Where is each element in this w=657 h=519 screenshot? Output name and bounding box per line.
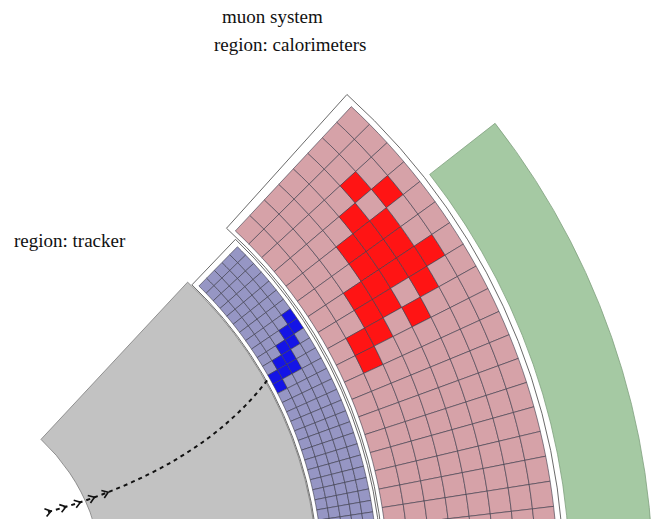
- detector-cell: [441, 473, 466, 498]
- tracker-frame: [192, 239, 382, 519]
- tracker-grid: [199, 247, 378, 519]
- detector-cell: [328, 506, 341, 518]
- region-label-holder: region: tracker: [14, 230, 125, 252]
- detector-cell: [400, 481, 424, 504]
- track-chevron: [74, 500, 81, 508]
- detector-cell: [490, 511, 513, 519]
- detector-cell: [382, 504, 406, 519]
- detector-cell: [445, 494, 469, 518]
- detector-sector: [41, 94, 653, 519]
- particle-track: [48, 378, 269, 512]
- detector-cell: [351, 514, 363, 519]
- detector-cell: [525, 456, 550, 484]
- detector-cell: [532, 506, 556, 519]
- calorimeter-grid: [235, 107, 558, 519]
- detector-cell: [511, 509, 534, 519]
- detector-cell: [483, 464, 508, 491]
- detector-cell: [508, 485, 532, 512]
- detector-cell: [362, 512, 374, 519]
- detector-cell: [349, 502, 362, 515]
- region-label: muon system: [222, 6, 323, 28]
- detector-cell: [520, 431, 546, 460]
- region-label: region: tracker: [14, 230, 125, 252]
- detector-cell: [529, 481, 553, 509]
- detector-cell: [448, 516, 471, 519]
- detector-cell: [466, 491, 490, 516]
- detector-cell: [487, 488, 511, 514]
- detector-cell: [424, 498, 448, 519]
- detector-cell: [379, 485, 403, 508]
- region-label-holder: muon system: [222, 6, 323, 28]
- detector-cell: [462, 469, 487, 495]
- track-chevron: [88, 495, 95, 503]
- detector-cell: [421, 477, 446, 501]
- track-chevron: [59, 505, 66, 513]
- detector-cell: [340, 515, 352, 519]
- detector-cell: [358, 489, 371, 502]
- region-label-holder: region: calorimeters: [214, 34, 366, 56]
- muon-region: [430, 123, 653, 519]
- track-chevrons: [44, 490, 108, 516]
- detector-cell: [338, 504, 351, 517]
- detector-cell: [513, 407, 540, 437]
- track-chevron: [44, 509, 51, 517]
- detector-cell: [469, 514, 492, 519]
- detector-cell: [403, 501, 427, 519]
- detector-cell: [317, 508, 330, 519]
- detector-cell: [329, 517, 341, 519]
- track-chevron: [101, 490, 108, 497]
- detector-cell: [318, 518, 330, 519]
- region-label: region: calorimeters: [214, 34, 366, 56]
- detector-cell: [360, 500, 373, 513]
